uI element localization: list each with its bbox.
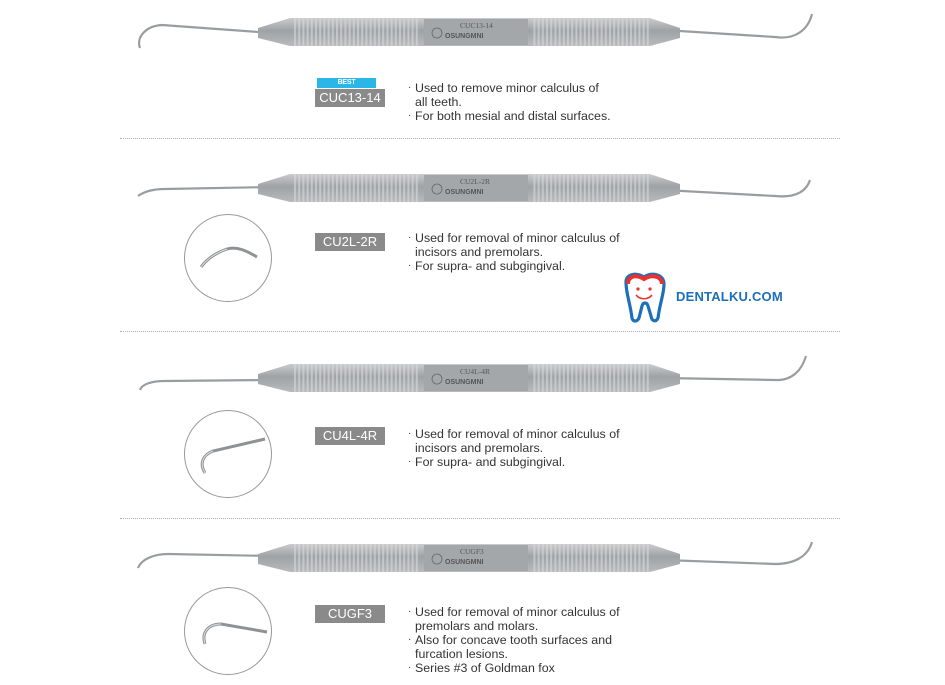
engraving-brand: OSUNGMNI — [445, 33, 484, 40]
section-divider — [120, 331, 840, 332]
tip-detail-circle — [184, 587, 272, 675]
engraving-code: CU2L-2R — [460, 177, 490, 186]
section-divider — [120, 518, 840, 519]
engraving-code: CUC13-14 — [460, 21, 493, 30]
description-line: furcation lesions. — [415, 647, 508, 661]
section-divider — [120, 138, 840, 139]
product-description: ·Used for removal of minor calculus of p… — [408, 605, 620, 675]
tip-detail-circle — [184, 410, 272, 498]
description-line: Used for removal of minor calculus of — [415, 605, 620, 619]
description-line: premolars and molars. — [415, 619, 539, 633]
product-description: ·Used for removal of minor calculus of i… — [408, 231, 620, 273]
engraving-code: CU4L-4R — [460, 367, 490, 376]
dentalku-logo — [624, 272, 666, 323]
description-line: Used for removal of minor calculus of — [415, 231, 620, 245]
description-line: Used to remove minor calculus of — [415, 81, 599, 95]
dentalku-wordmark: DENTALKU.COM — [676, 289, 783, 304]
tooth-outline-icon — [624, 272, 666, 323]
engraving-code: CUGF3 — [460, 547, 484, 556]
description-line: For supra- and subgingival. — [415, 455, 566, 469]
product-code-tag: CUC13-14 — [315, 89, 385, 107]
description-line: all teeth. — [415, 95, 462, 109]
tip-detail-circle — [184, 214, 272, 302]
description-line: incisors and premolars. — [415, 245, 544, 259]
description-line: For both mesial and distal surfaces. — [415, 109, 611, 123]
product-code-tag: CU4L-4R — [315, 427, 385, 445]
product-code-tag: CUGF3 — [315, 605, 385, 623]
engraving-brand: OSUNGMNI — [445, 189, 484, 196]
description-line: Series #3 of Goldman fox — [415, 661, 555, 675]
engraving-brand: OSUNGMNI — [445, 379, 484, 386]
engraving-brand: OSUNGMNI — [445, 559, 484, 566]
instrument-image-cu2l-2r: CU2L-2R OSUNGMNI — [137, 174, 812, 202]
instrument-image-cu4l-4r: CU4L-4R OSUNGMNI — [138, 355, 808, 392]
description-line: For supra- and subgingival. — [415, 259, 566, 273]
best-collection-badge: BEST COLLECTION — [317, 78, 376, 96]
product-description: ·Used to remove minor calculus of all te… — [408, 81, 611, 123]
description-line: incisors and premolars. — [415, 441, 544, 455]
product-code-tag: CU2L-2R — [315, 233, 385, 251]
instrument-image-cuc13-14: CUC13-14 OSUNGMNI — [138, 13, 814, 49]
description-line: Also for concave tooth surfaces and — [415, 633, 612, 647]
instrument-image-cugf3: CUGF3 OSUNGMNI — [136, 541, 814, 572]
product-description: ·Used for removal of minor calculus of i… — [408, 427, 620, 469]
description-line: Used for removal of minor calculus of — [415, 427, 620, 441]
